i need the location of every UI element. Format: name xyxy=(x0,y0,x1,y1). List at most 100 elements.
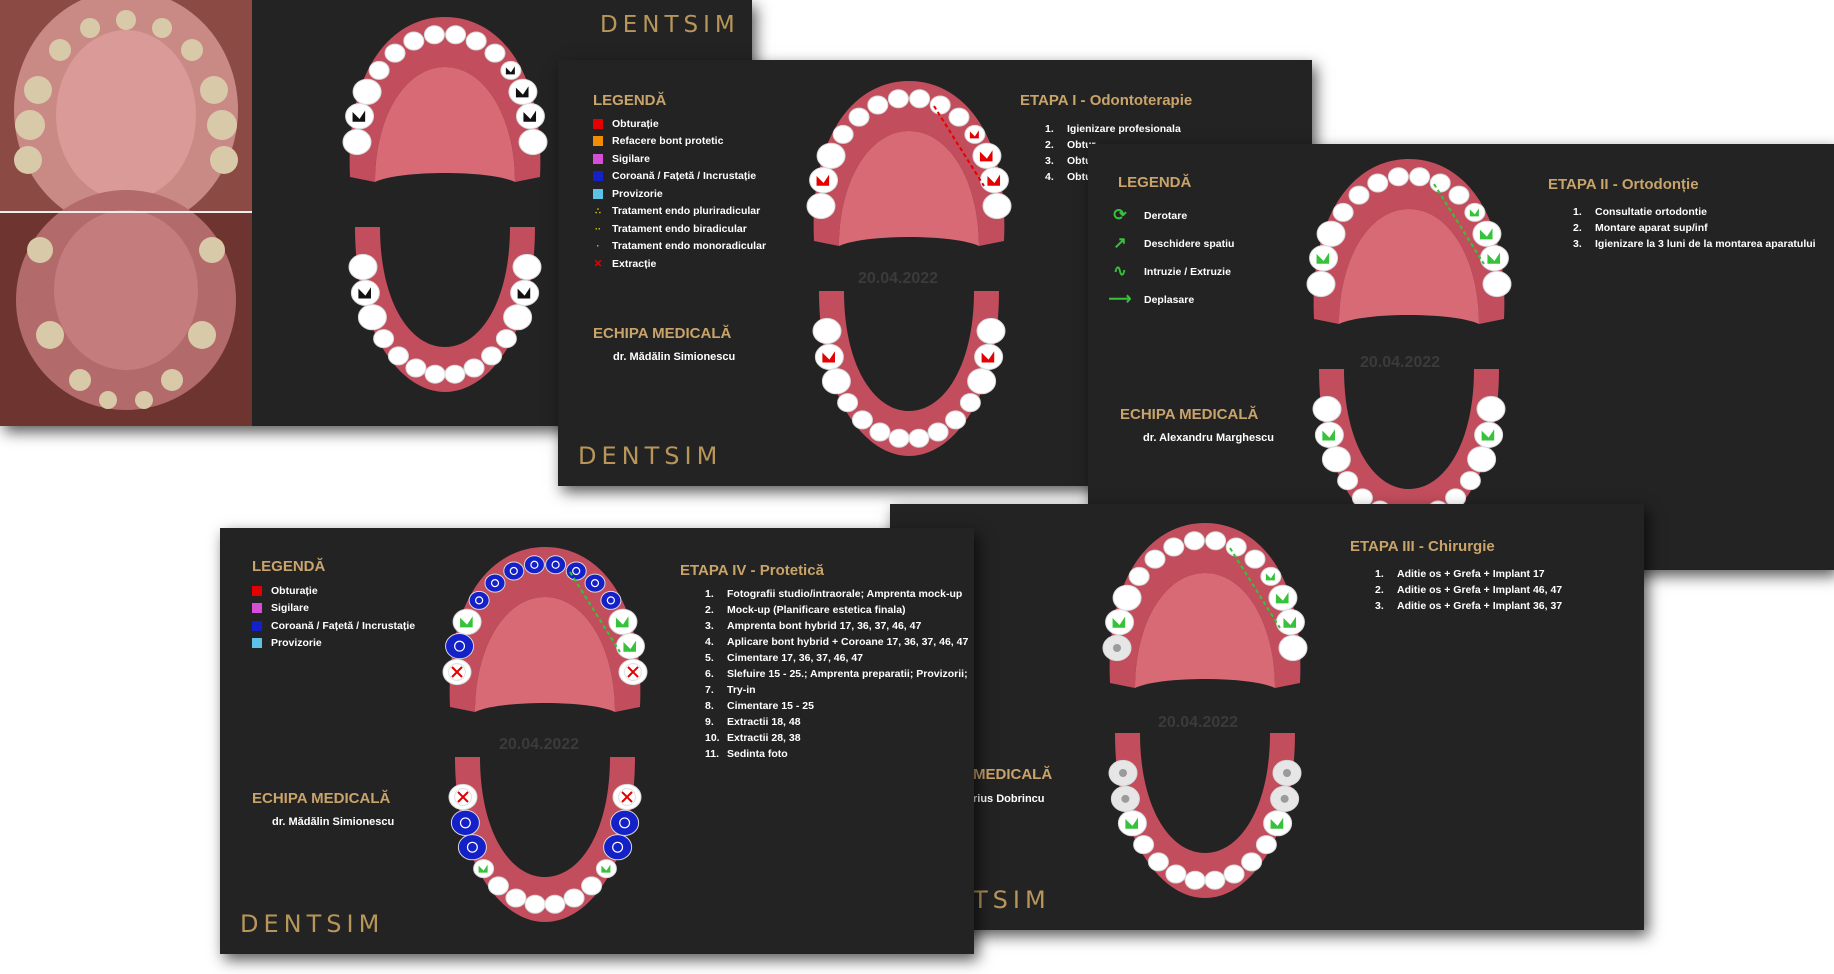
tooth-treatment-mark xyxy=(1479,228,1493,240)
tooth xyxy=(1316,220,1346,247)
tooth xyxy=(1337,471,1359,491)
step-item: 3.Amprenta bont hybrid 17, 36, 37, 46, 4… xyxy=(705,620,968,636)
tooth-treatment-mark xyxy=(1275,592,1289,604)
tooth xyxy=(1147,852,1169,872)
date-watermark: 20.04.2022 xyxy=(1360,354,1441,371)
tooth xyxy=(948,107,970,127)
endo-dots-icon: ·· xyxy=(595,223,601,234)
legend-swatch xyxy=(252,603,262,614)
step-item: 1.Aditie os + Grefa + Implant 17 xyxy=(1375,568,1562,584)
step-number: 11. xyxy=(705,748,720,760)
slide-etapa3: Ă ETAPA III - Chirurgie 1.Aditie os + Gr… xyxy=(890,504,1644,930)
tooth xyxy=(816,142,846,169)
tooth xyxy=(503,304,533,331)
tooth xyxy=(1367,173,1389,193)
step-number: 1. xyxy=(1573,206,1582,218)
legend-label: Coroană / Fațetă / Incrustație xyxy=(612,170,757,183)
tooth xyxy=(812,317,842,345)
step-text: Aditie os + Grefa + Implant 36, 37 xyxy=(1397,600,1563,612)
legend-label: Sigilare xyxy=(271,602,309,615)
tooth-treatment-mark xyxy=(1270,817,1284,829)
legend-label: Deschidere spatiu xyxy=(1144,238,1235,250)
tooth-treatment-mark xyxy=(623,640,637,652)
upper-palate xyxy=(475,597,615,712)
intraoral-photo xyxy=(0,0,252,426)
step-text: Extractii 18, 48 xyxy=(727,716,801,728)
tooth xyxy=(1312,395,1342,423)
tooth xyxy=(544,894,566,914)
step-text: Aplicare bont hybrid + Coroane 17, 36, 3… xyxy=(727,636,969,648)
brand-logo: DENTSIM xyxy=(600,12,740,38)
tooth-treatment-mark xyxy=(1481,429,1495,441)
tooth xyxy=(600,590,622,610)
step-item: 7.Try-in xyxy=(705,684,968,700)
legend-item: ⟳Derotare xyxy=(1108,202,1234,230)
tooth xyxy=(1165,864,1187,884)
tooth xyxy=(563,888,585,908)
legend-item: ··Tratament endo biradicular xyxy=(593,220,766,238)
legend-label: Obturație xyxy=(612,117,659,130)
implant-mark xyxy=(1113,644,1121,652)
implant-mark xyxy=(1283,769,1291,777)
step-number: 1. xyxy=(1045,123,1054,135)
step-text: Fotografii studio/intraorale; Amprenta m… xyxy=(727,588,963,600)
legend-swatch xyxy=(593,188,603,199)
extraction-mark xyxy=(627,666,639,678)
step-number: 6. xyxy=(705,668,714,680)
legend-item: Obturație xyxy=(593,115,766,133)
tooth-treatment-mark xyxy=(1112,616,1126,628)
crown-mark xyxy=(475,596,484,605)
step-item: 1.Fotografii studio/intraorale; Amprenta… xyxy=(705,588,968,604)
step-item: 10.Extractii 28, 38 xyxy=(705,732,968,748)
step-item: 2.Aditie os + Grefa + Implant 46, 47 xyxy=(1375,584,1562,600)
extraction-icon: ✕ xyxy=(593,257,603,270)
legend-swatch xyxy=(593,171,603,182)
tooth xyxy=(967,368,997,395)
tooth xyxy=(1260,566,1282,586)
tooth xyxy=(495,329,517,349)
tooth xyxy=(929,95,951,115)
tooth xyxy=(352,78,382,105)
legend-swatch xyxy=(593,118,603,129)
step-item: 2.Mock-up (Planificare estetica finala) xyxy=(705,604,968,620)
step-number: 5. xyxy=(705,652,714,664)
tooth xyxy=(512,253,542,281)
tooth xyxy=(814,343,844,370)
legend-title: LEGENDĂ xyxy=(1118,174,1192,191)
legend-title: LEGENDĂ xyxy=(252,558,326,575)
tooth xyxy=(972,142,1002,169)
tooth xyxy=(1184,870,1206,890)
tooth xyxy=(445,25,467,45)
doctor-name: dr. Alexandru Marghescu xyxy=(1143,432,1275,444)
tooth xyxy=(384,43,406,63)
upper-palate xyxy=(375,67,515,182)
legend-item: ✕Extracție xyxy=(593,255,766,273)
legend-label: Sigilare xyxy=(612,152,650,165)
tooth xyxy=(444,364,466,384)
tooth xyxy=(345,103,375,130)
tooth xyxy=(565,561,587,581)
tooth xyxy=(867,95,889,115)
legend-title: LEGENDĂ xyxy=(593,92,667,109)
tooth xyxy=(452,608,482,635)
tooth xyxy=(1448,185,1470,205)
legend-label: Provizorie xyxy=(271,637,322,650)
stage-title: ETAPA II - Ortodonție xyxy=(1548,176,1699,193)
tooth xyxy=(821,368,851,395)
tooth xyxy=(405,358,427,378)
step-number: 2. xyxy=(1375,584,1384,596)
legend-label: Refacere bont protetic xyxy=(612,135,724,148)
legend-swatch xyxy=(252,585,262,596)
steps-list: 1.Fotografii studio/intraorale; Amprenta… xyxy=(705,588,968,764)
legend-item: Refacere bont protetic xyxy=(593,133,766,151)
step-text: Aditie os + Grefa + Implant 17 xyxy=(1397,568,1545,580)
step-text: Cimentare 17, 36, 37, 46, 47 xyxy=(727,652,864,664)
tooth-treatment-mark xyxy=(523,110,537,122)
step-number: 7. xyxy=(705,684,714,696)
tooth xyxy=(1459,471,1481,491)
tooth xyxy=(1314,421,1344,448)
tooth-treatment-mark xyxy=(515,86,529,98)
legend-item: ↗Deschidere spatiu xyxy=(1108,230,1234,258)
